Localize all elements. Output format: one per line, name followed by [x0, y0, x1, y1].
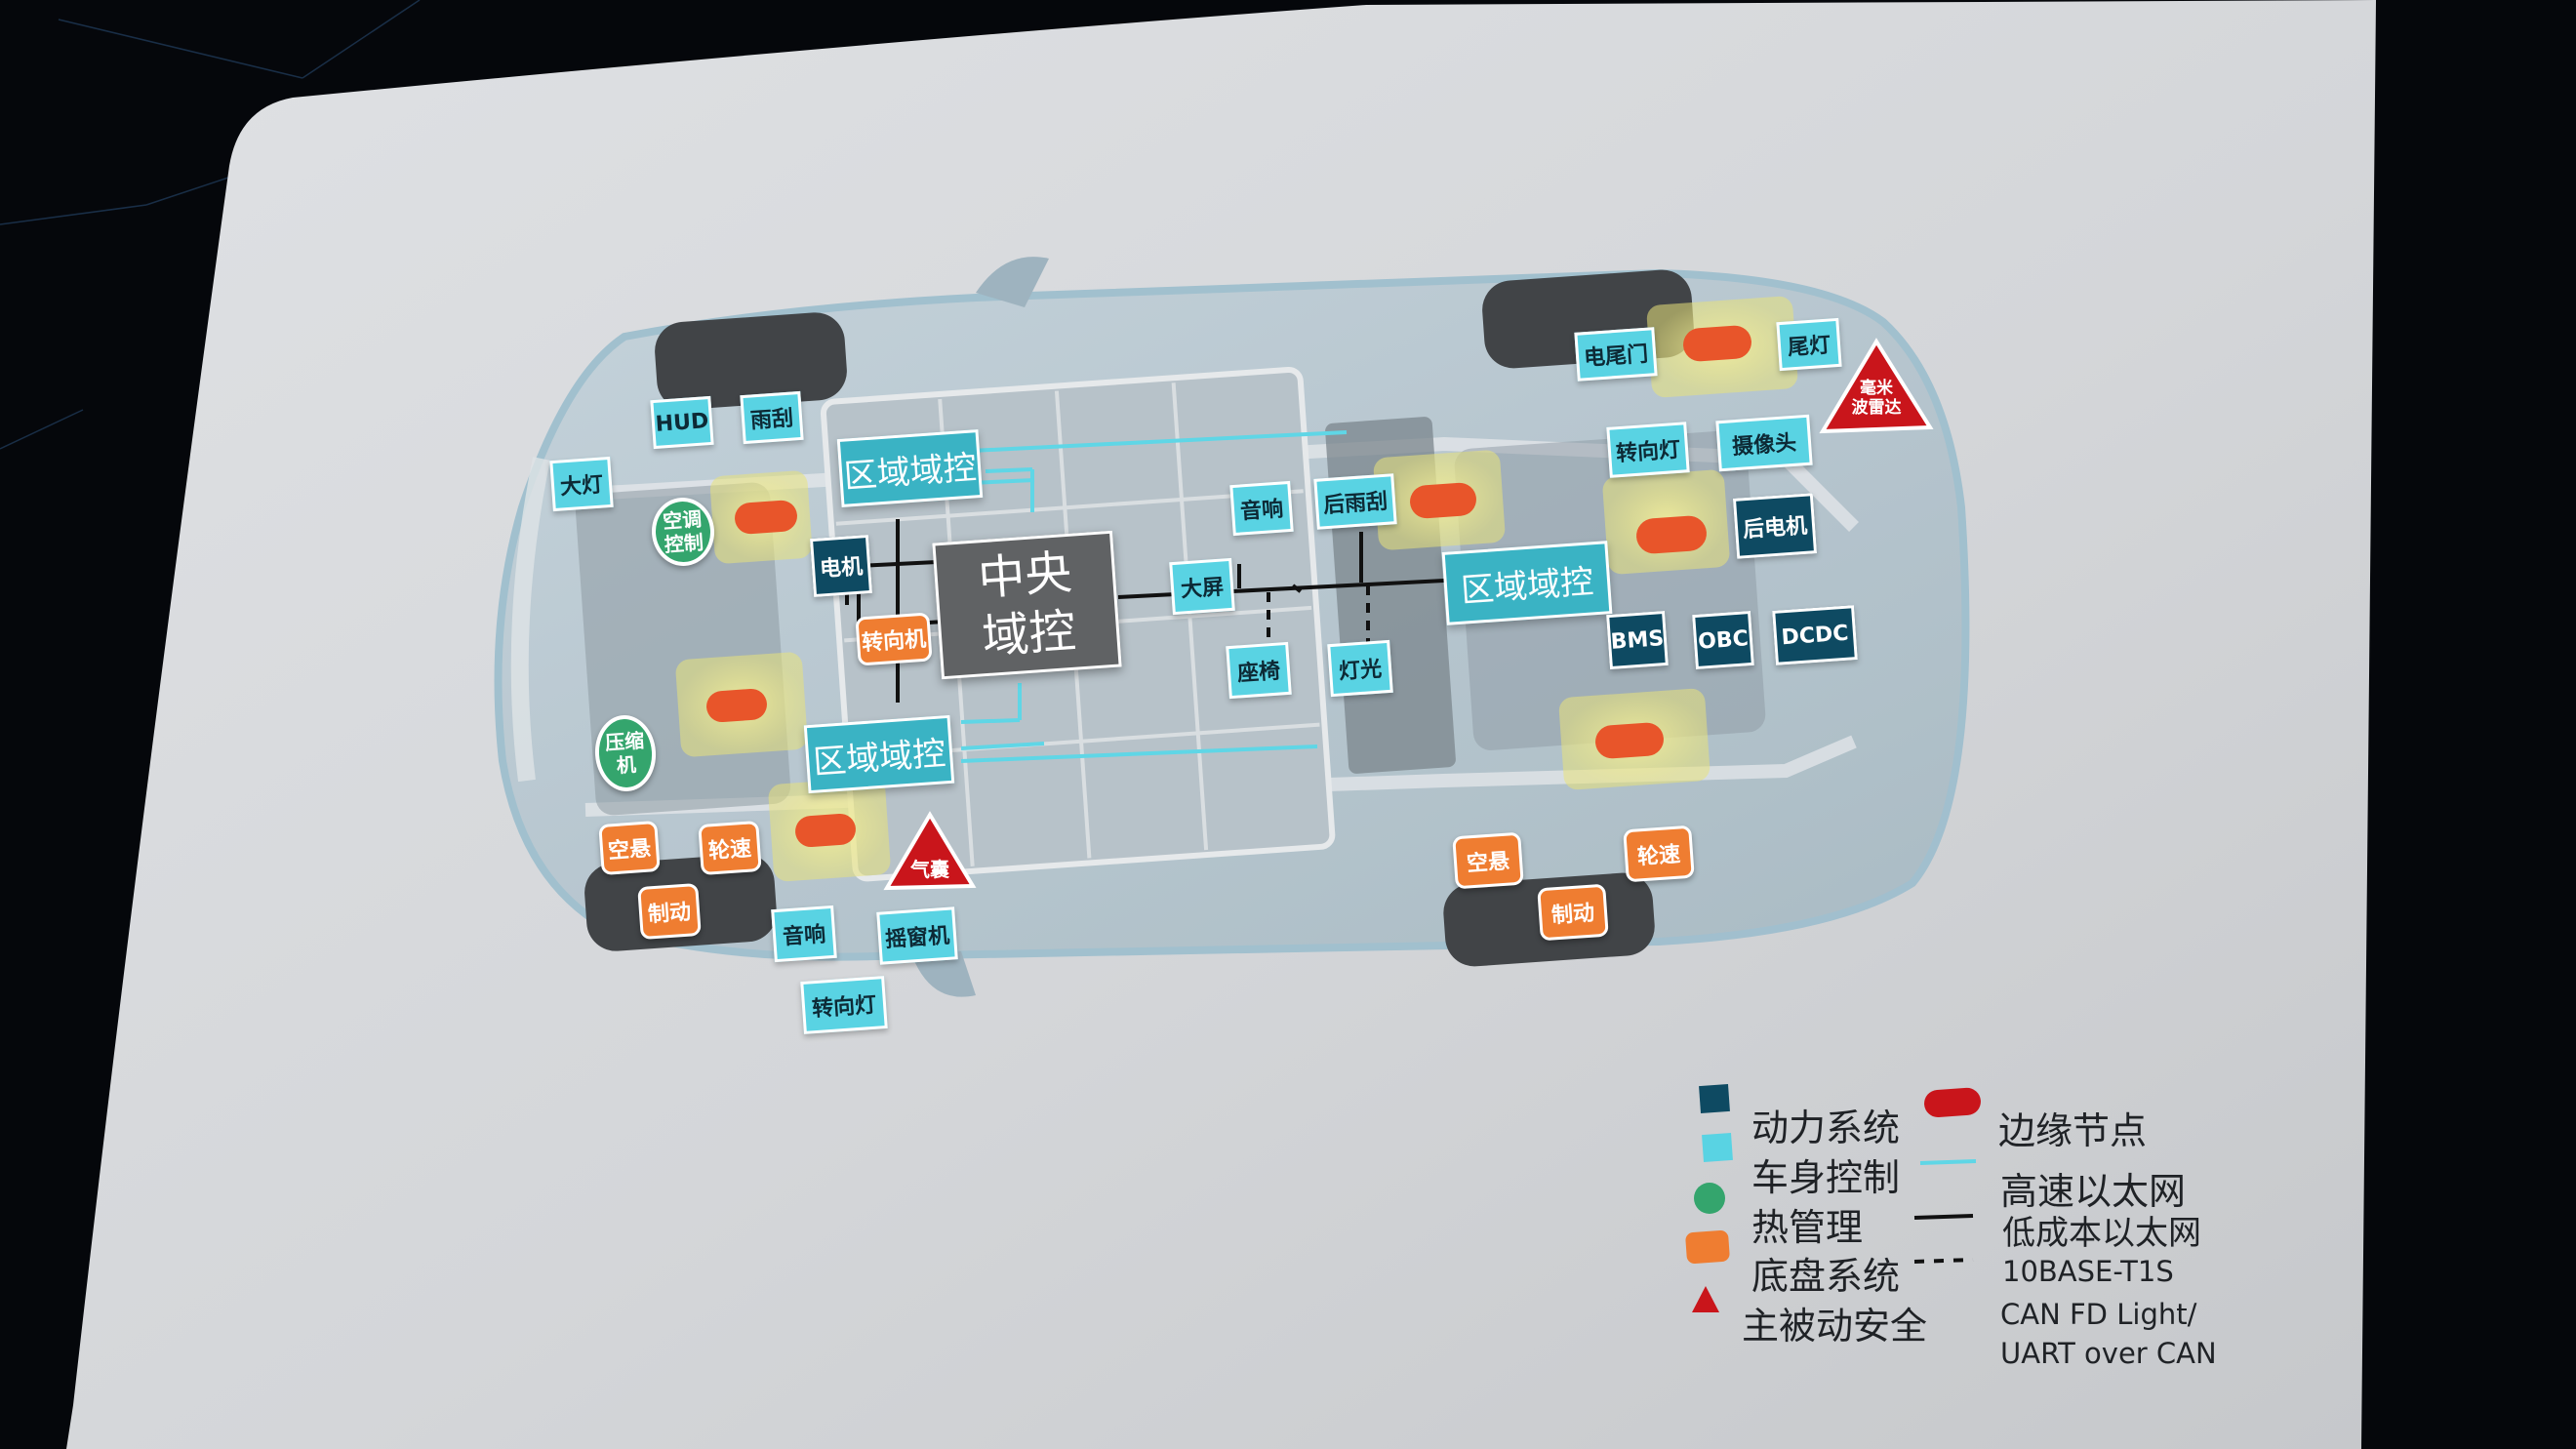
front-wiper-unit: 雨刮: [740, 391, 803, 444]
legend-can-line1: CAN FD Light/: [2000, 1298, 2196, 1331]
obc-unit: OBC: [1692, 611, 1754, 669]
edge-node: [1635, 515, 1708, 555]
zone-controller-front-lower: 区域域控: [804, 715, 955, 793]
camera-unit: 摄像头: [1715, 415, 1812, 472]
legend-low-cost: 低成本以太网: [2002, 1206, 2201, 1254]
brake-rear-unit: 制动: [1537, 884, 1609, 942]
air-suspension-rear-unit: 空悬: [1452, 832, 1524, 890]
legend-safety: 主被动安全: [1742, 1296, 1927, 1349]
legend-edge-node: 边缘节点: [1998, 1101, 2147, 1154]
legend-t1s: 10BASE-T1S: [2002, 1255, 2174, 1288]
legend-body: 车身控制: [1751, 1147, 1900, 1201]
legend-chassis: 底盘系统: [1751, 1246, 1900, 1300]
turn-signal-front-unit: 转向灯: [800, 976, 888, 1034]
zone-controller-front-upper: 区域域控: [837, 429, 984, 507]
dcdc-unit: DCDC: [1772, 605, 1858, 665]
window-lifter-unit: 摇窗机: [876, 906, 958, 964]
turn-signal-rear-unit: 转向灯: [1606, 422, 1689, 478]
brake-front-unit: 制动: [637, 883, 702, 940]
edge-node: [705, 688, 768, 723]
edge-node: [734, 500, 798, 535]
headlight-unit: 大灯: [549, 457, 613, 511]
motor-unit: 电机: [810, 535, 872, 597]
central-domain-controller: 中央 域控: [932, 531, 1121, 680]
speaker-front-unit: 音响: [771, 906, 837, 962]
wheel-speed-front-unit: 轮速: [698, 821, 761, 875]
big-screen-unit: 大屏: [1169, 558, 1235, 615]
legend-can-line2: UART over CAN: [2000, 1337, 2217, 1370]
edge-node: [1682, 325, 1752, 363]
legend-power: 动力系统: [1751, 1098, 1900, 1151]
bms-unit: BMS: [1606, 611, 1669, 669]
rear-motor-unit: 后电机: [1733, 493, 1817, 559]
speaker-center-unit: 音响: [1229, 481, 1293, 536]
taillight-unit: 尾灯: [1776, 318, 1841, 371]
rear-wiper-unit: 后雨刮: [1313, 473, 1396, 530]
wheel-speed-rear-unit: 轮速: [1623, 825, 1695, 883]
power-tailgate-unit: 电尾门: [1574, 327, 1657, 382]
radar-label: 毫米 波雷达: [1842, 379, 1911, 418]
zone-controller-rear: 区域域控: [1442, 541, 1613, 625]
hud-unit: HUD: [650, 396, 713, 449]
steering-unit: 转向机: [855, 612, 932, 665]
airbag-label: 气囊: [896, 854, 964, 882]
seat-unit: 座椅: [1226, 642, 1292, 699]
lighting-unit: 灯光: [1327, 640, 1393, 697]
edge-node: [1594, 722, 1665, 760]
edge-node: [794, 813, 857, 848]
edge-node: [1409, 482, 1477, 520]
air-suspension-front-unit: 空悬: [598, 821, 660, 875]
legend-thermal: 热管理: [1751, 1197, 1863, 1251]
